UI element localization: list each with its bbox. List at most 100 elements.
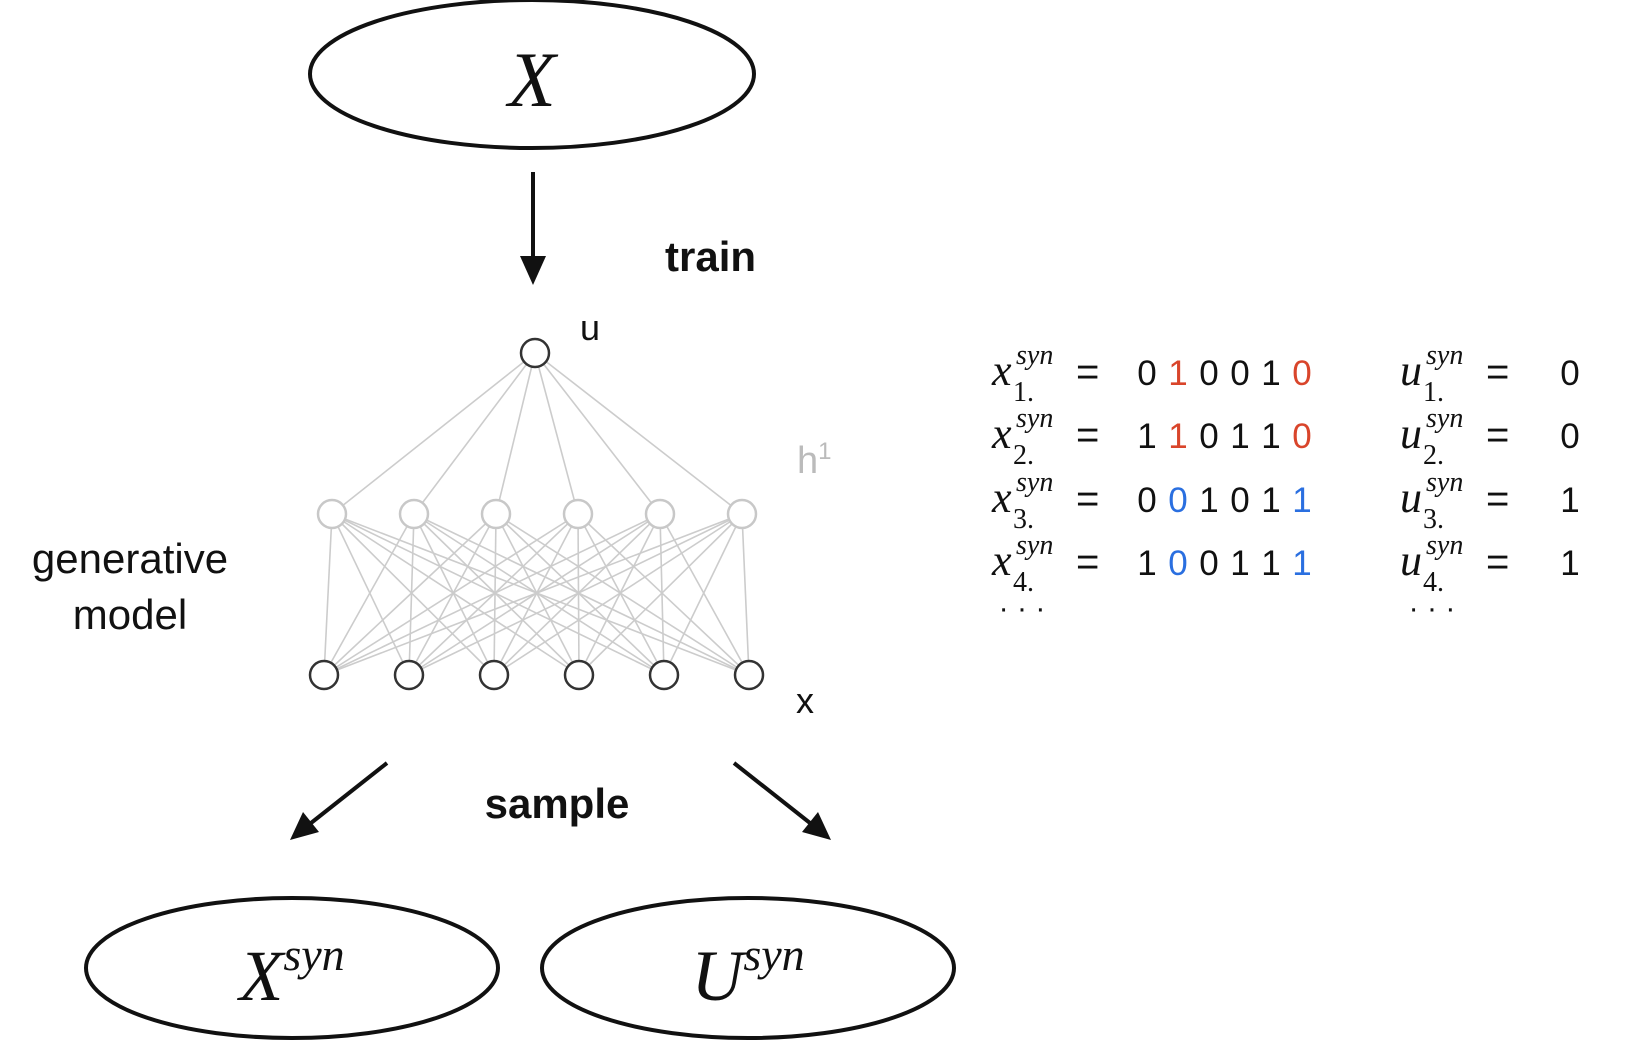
edge-hidden-to-visible [663,513,743,676]
edge-hidden-to-visible [493,513,743,676]
output-node-u [519,337,551,369]
visible-node-x [563,659,595,691]
edge-hidden-to-visible [323,513,333,676]
x-ellipsis: · · · [999,592,1046,625]
visible-node-x [308,659,340,691]
sample-arrow-left [290,761,389,840]
u-subscript: 4. [1423,567,1444,598]
edge-hidden-to-visible [323,513,743,676]
u-ellipsis: · · · [1409,592,1456,625]
u-value: 1 [1560,481,1579,520]
visible-node-x [648,659,680,691]
bit-value: 1 [1230,417,1249,456]
edge-hidden-to-visible [577,513,580,676]
edge-hidden-to-visible [408,513,497,676]
neural-network [308,337,765,691]
hidden-node [316,498,348,530]
bit-value: 0 [1292,354,1311,393]
bit-value: 1 [1261,544,1280,583]
u-superscript: syn [1426,467,1463,498]
visible-node-x [733,659,765,691]
edge-hidden-to-output [534,352,743,515]
bit-value: 0 [1137,354,1156,393]
edge-hidden-to-visible [659,513,750,676]
bit-value: 0 [1168,544,1187,583]
bit-value: 1 [1292,481,1311,520]
edge-hidden-to-visible [495,513,665,676]
edge-hidden-to-output [534,352,661,515]
edge-hidden-to-visible [413,513,495,676]
x-symbol: x [991,536,1012,585]
bit-value: 1 [1137,417,1156,456]
edge-hidden-to-visible [577,513,665,676]
bit-value: 1 [1292,544,1311,583]
edge-hidden-to-visible [408,513,415,676]
edge-hidden-to-visible [323,513,661,676]
synthetic-x-sup: syn [283,929,344,980]
u-equals: = [1486,413,1509,457]
bit-value: 0 [1199,544,1218,583]
edge-hidden-to-visible [331,513,750,676]
u-symbol: u [1400,473,1422,522]
x-equals: = [1076,413,1099,457]
u-value: 0 [1560,354,1579,393]
sample-label: sample [485,780,630,827]
edge-hidden-to-visible [408,513,743,676]
edge-hidden-to-visible [331,513,665,676]
edge-hidden-to-visible [495,513,580,676]
synthetic-u-node: Usyn [540,896,956,1040]
edge-hidden-to-visible [413,513,750,676]
edge-hidden-to-visible [413,513,665,676]
x-subscript: 4. [1013,567,1034,598]
bit-value: 0 [1230,354,1249,393]
hidden-layer-label: h1 [797,438,832,482]
bit-value: 0 [1199,417,1218,456]
x-superscript: syn [1016,340,1053,371]
x-equals: = [1076,477,1099,521]
hidden-node [562,498,594,530]
edge-hidden-to-output [534,352,579,515]
edge-hidden-to-visible [323,513,579,676]
bit-value: 1 [1168,354,1187,393]
u-superscript: syn [1426,403,1463,434]
visible-node-x [393,659,425,691]
u-superscript: syn [1426,530,1463,561]
x-equals: = [1076,540,1099,584]
edge-hidden-to-output [331,352,536,515]
u-symbol: u [1400,536,1422,585]
edge-hidden-to-visible [323,513,415,676]
bit-value: 0 [1199,354,1218,393]
bit-value: 1 [1168,417,1187,456]
input-data-label: X [505,36,559,123]
network-edges [323,352,750,676]
x-symbol: x [991,346,1012,395]
x-symbol: x [991,473,1012,522]
bit-value: 1 [1261,481,1280,520]
edge-hidden-to-visible [493,513,579,676]
svg-text:Usyn: Usyn [691,929,804,1016]
synthetic-x-node: Xsyn [84,896,500,1040]
input-data-node: X [308,0,756,150]
edge-hidden-to-output [495,352,536,515]
hidden-layer-superscript: 1 [818,438,831,465]
u-subscript: 3. [1423,504,1444,535]
bit-value: 1 [1230,544,1249,583]
edge-hidden-to-visible [577,513,750,676]
hidden-node [480,498,512,530]
edge-hidden-to-visible [331,513,410,676]
x-superscript: syn [1016,467,1053,498]
x-superscript: syn [1016,403,1053,434]
edge-hidden-to-visible [578,513,743,676]
u-label: u [580,307,600,348]
synthetic-u-base: U [691,936,747,1016]
edge-hidden-to-visible [495,513,750,676]
u-value: 0 [1560,417,1579,456]
edge-hidden-to-visible [413,513,580,676]
edge-hidden-to-visible [493,513,497,676]
edge-hidden-to-visible [331,513,580,676]
u-superscript: syn [1426,340,1463,371]
u-equals: = [1486,540,1509,584]
visible-node-x [478,659,510,691]
